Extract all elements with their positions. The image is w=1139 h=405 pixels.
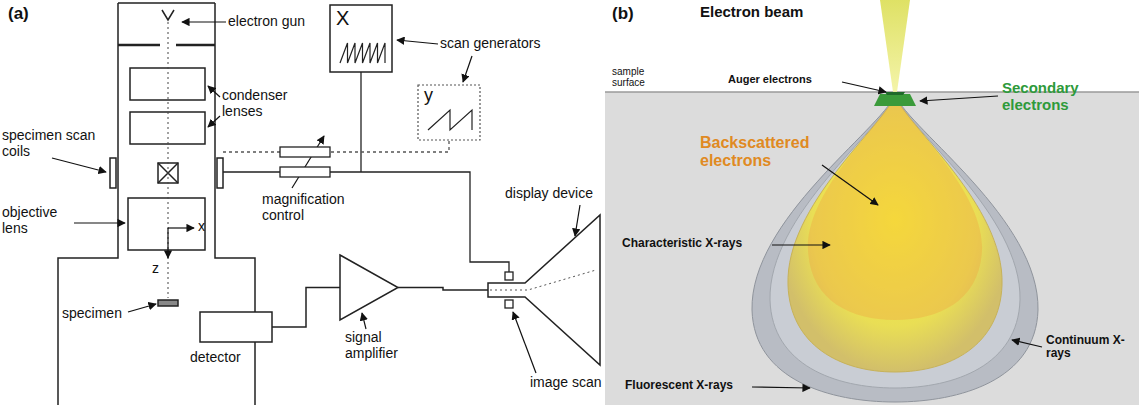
signal-label: Secondary electrons [1002,80,1102,114]
part-label: electron gun [228,14,305,30]
node-outline [488,215,600,365]
part-label: condenser lenses [222,88,302,119]
scan-generator-box: X [330,5,392,72]
signal-label: Backscattered electrons [700,134,820,170]
display-device: display device [488,215,600,365]
surface-label: sample surface [612,66,664,88]
node-label: signal amplifier [345,330,420,361]
signal-label: Continuum X-rays [1046,334,1131,361]
amplifier-symbol: signal amplifier [340,255,398,320]
part-label: scan generators [440,36,540,52]
panel-label: (b) [612,4,634,23]
part-label: objective lens [2,205,74,236]
signal-label: Fluorescent X-rays [625,379,733,392]
node-label: y [424,85,433,105]
part-label: magnification control [262,192,367,223]
node-outline [340,255,398,320]
part-label: specimen scan coils [2,128,100,159]
beam-label: Electron beam [700,4,803,21]
signal-label: Characteristic X-rays [622,237,742,250]
node-label: detector [190,350,241,366]
scan-generator-box: y [418,85,480,140]
part-label: specimen [62,306,122,322]
axis-label: z [152,261,159,277]
part-label: image scan [530,375,602,391]
axis-label: x [198,219,205,235]
sem-column [58,3,255,405]
leader-lines [752,82,1042,388]
signal-wire [398,288,488,291]
node-label: X [336,7,349,29]
node-outline [200,312,272,342]
leader-lines [52,22,580,373]
panel-label: (a) [8,4,29,23]
interaction-volume [605,0,1139,405]
node-label: display device [505,186,593,202]
signal-label: Auger electrons [728,73,812,85]
signal-wire [272,288,340,328]
detector-box: detector [200,312,272,342]
